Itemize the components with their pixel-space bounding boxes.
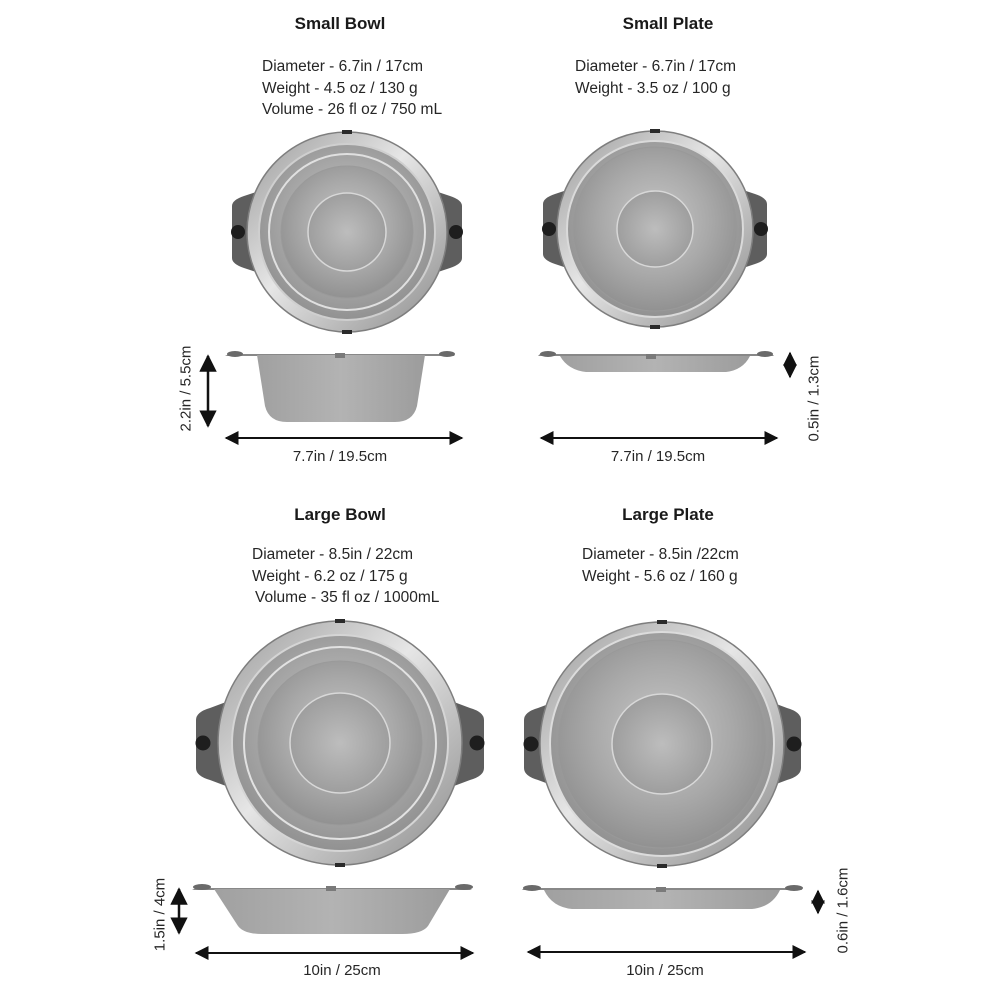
left-handle xyxy=(196,702,226,786)
small-bowl-weight: Weight - 4.5 oz / 130 g xyxy=(262,79,418,97)
small-bowl-volume: Volume - 26 fl oz / 750 mL xyxy=(262,101,443,118)
large-bowl-width-arrow xyxy=(194,946,475,960)
large-plate-diameter: Diameter - 8.5in /22cm xyxy=(582,546,739,563)
large-bowl-height-arrow xyxy=(170,887,188,935)
large-plate-width-label: 10in / 25cm xyxy=(626,962,704,979)
large-bowl-top-view xyxy=(195,619,485,867)
small-plate-height-arrow xyxy=(783,351,797,379)
knob-icon xyxy=(542,222,556,236)
large-plate-specs: Diameter - 8.5in /22cm Weight - 5.6 oz /… xyxy=(582,544,739,587)
knob-icon xyxy=(754,222,768,236)
large-bowl-height-label: 1.5in / 4cm xyxy=(151,877,169,952)
small-plate-specs: Diameter - 6.7in / 17cm Weight - 3.5 oz … xyxy=(575,56,736,99)
large-bowl-width-label: 10in / 25cm xyxy=(303,962,381,979)
small-bowl-width-arrow xyxy=(224,431,464,445)
right-handle xyxy=(454,702,484,786)
small-plate-top-view xyxy=(542,129,768,329)
large-plate-top-view xyxy=(523,620,802,868)
small-bowl-height-label: 2.2in / 5.5cm xyxy=(177,345,195,432)
large-plate-side-view xyxy=(522,885,803,909)
small-bowl-diameter: Diameter - 6.7in / 17cm xyxy=(262,58,424,75)
large-plate-title: Large Plate xyxy=(622,505,714,524)
small-bowl-specs: Diameter - 6.7in / 17cm Weight - 4.5 oz … xyxy=(262,56,442,121)
large-bowl-title: Large Bowl xyxy=(294,505,386,524)
large-plate-width-arrow xyxy=(526,945,807,959)
large-bowl-side-view xyxy=(192,884,473,934)
knob-icon xyxy=(231,225,245,239)
small-bowl-side-view xyxy=(225,351,455,422)
knob-icon xyxy=(786,736,802,752)
small-plate-side-view xyxy=(538,351,774,372)
large-bowl-volume: Volume - 35 fl oz / 1000mL xyxy=(255,589,440,606)
large-bowl-specs: Diameter - 8.5in / 22cm Weight - 6.2 oz … xyxy=(252,544,439,609)
small-plate-width-label: 7.7in / 19.5cm xyxy=(610,448,706,465)
large-bowl-weight: Weight - 6.2 oz / 175 g xyxy=(252,567,408,585)
small-plate-weight: Weight - 3.5 oz / 100 g xyxy=(575,79,731,97)
small-plate-diameter: Diameter - 6.7in / 17cm xyxy=(575,58,737,75)
knob-icon xyxy=(523,736,539,752)
knob-icon xyxy=(195,735,211,751)
small-bowl-height-arrow xyxy=(199,354,217,428)
small-bowl-title: Small Bowl xyxy=(294,14,386,33)
large-plate-weight: Weight - 5.6 oz / 160 g xyxy=(582,567,738,585)
small-plate-height-label: 0.5in / 1.3cm xyxy=(805,355,823,442)
knob-icon xyxy=(469,735,485,751)
knob-icon xyxy=(449,225,463,239)
large-plate-height-arrow xyxy=(811,889,825,915)
small-bowl-top-view xyxy=(231,130,463,334)
small-plate-width-arrow xyxy=(539,431,779,445)
large-plate-height-label: 0.6in / 1.6cm xyxy=(834,867,852,954)
large-bowl-diameter: Diameter - 8.5in / 22cm xyxy=(252,546,414,563)
small-plate-title: Small Plate xyxy=(622,14,714,33)
small-bowl-width-label: 7.7in / 19.5cm xyxy=(292,448,388,465)
